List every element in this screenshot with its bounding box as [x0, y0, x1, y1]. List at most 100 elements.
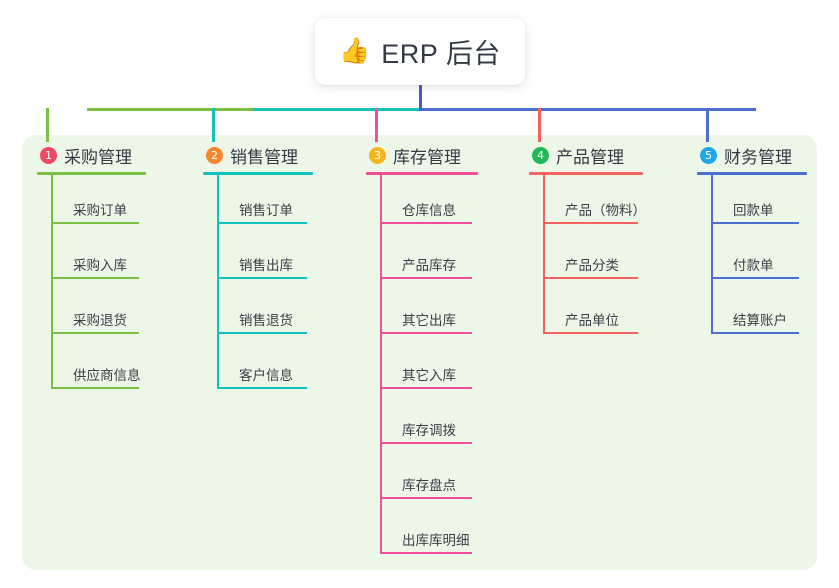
branch-number-badge: 1	[40, 146, 57, 164]
branch-item-underline	[51, 277, 139, 279]
branch-item-underline	[380, 332, 472, 334]
branch-item-label: 回款单	[733, 203, 774, 218]
branch-item[interactable]: 采购订单	[37, 175, 146, 230]
connector-bus-segment-3	[420, 108, 580, 111]
branch-spine	[543, 175, 545, 334]
branch-item[interactable]: 出库库明细	[366, 505, 478, 560]
branch-item[interactable]: 销售订单	[203, 175, 313, 230]
branch-item-label: 付款单	[733, 258, 774, 273]
branch-item[interactable]: 采购入库	[37, 230, 146, 285]
branch-number-badge: 5	[700, 146, 717, 164]
branch-item-label: 产品单位	[565, 313, 619, 328]
branch-number-badge: 2	[206, 146, 223, 164]
branch-header-1[interactable]: 1 采购管理	[37, 142, 146, 168]
branch-item[interactable]: 回款单	[697, 175, 807, 230]
connector-drop-1	[46, 108, 49, 142]
branch-item[interactable]: 客户信息	[203, 340, 313, 395]
branch-item-underline	[543, 332, 638, 334]
branch-children-5: 回款单付款单结算账户	[697, 175, 807, 340]
branch-item-label: 采购入库	[73, 258, 127, 273]
branch-item[interactable]: 付款单	[697, 230, 807, 285]
branch-item[interactable]: 产品（物料）	[529, 175, 646, 230]
branch-spine	[711, 175, 713, 334]
branch-item[interactable]: 销售出库	[203, 230, 313, 285]
branch-item-label: 产品库存	[402, 258, 456, 273]
branch-item[interactable]: 仓库信息	[366, 175, 478, 230]
branch-item-label: 销售退货	[239, 313, 293, 328]
branch-children-2: 销售订单销售出库销售退货客户信息	[203, 175, 313, 395]
branch-item-underline	[217, 332, 307, 334]
branch-children-4: 产品（物料） 产品分类产品单位	[529, 175, 646, 340]
branch-number-badge: 3	[369, 146, 386, 164]
branch-column-1[interactable]: 1 采购管理采购订单采购入库采购退货供应商信息	[37, 142, 146, 395]
connector-bus-segment-2	[253, 108, 420, 111]
branch-underline	[366, 172, 478, 175]
root-node[interactable]: 👍 ERP 后台	[315, 18, 525, 85]
branch-item[interactable]: 采购退货	[37, 285, 146, 340]
branch-title: 产品管理	[556, 147, 624, 167]
branch-item-underline	[380, 552, 472, 554]
branch-item[interactable]: 结算账户	[697, 285, 807, 340]
root-stem	[419, 84, 422, 111]
connector-drop-4	[538, 108, 541, 142]
branch-item[interactable]: 产品单位	[529, 285, 643, 340]
branch-item-label: 结算账户	[733, 313, 787, 328]
connector-bus-segment-5	[745, 108, 756, 111]
branch-item-underline	[380, 442, 472, 444]
branch-header-2[interactable]: 2 销售管理	[203, 142, 313, 168]
branch-item-underline	[711, 222, 799, 224]
branch-item-label: 采购退货	[73, 313, 127, 328]
branch-item[interactable]: 产品库存	[366, 230, 478, 285]
branch-title: 采购管理	[64, 147, 132, 167]
branch-column-5[interactable]: 5 财务管理回款单付款单结算账户	[697, 142, 807, 340]
branch-item-underline	[380, 277, 472, 279]
branch-underline	[37, 172, 146, 175]
branch-item-underline	[51, 222, 139, 224]
branch-item-underline	[380, 387, 472, 389]
branch-item-underline	[380, 497, 472, 499]
branch-item[interactable]: 其它出库	[366, 285, 478, 340]
branch-spine	[217, 175, 219, 389]
branch-spine	[51, 175, 53, 389]
connector-bus-segment-1	[87, 108, 253, 111]
branch-item-underline	[543, 222, 638, 224]
branch-title: 财务管理	[724, 147, 792, 167]
connector-drop-5	[706, 108, 709, 142]
branch-item-label: 供应商信息	[73, 368, 141, 383]
connector-bus-segment-4	[580, 108, 745, 111]
root-node-content: 👍 ERP 后台	[339, 32, 501, 71]
branch-title: 销售管理	[230, 147, 298, 167]
branch-item[interactable]: 销售退货	[203, 285, 313, 340]
branch-item-label: 客户信息	[239, 368, 293, 383]
branch-item-underline	[217, 387, 307, 389]
branch-item-label: 库存调拨	[402, 423, 456, 438]
connector-drop-2	[212, 108, 215, 142]
branch-item-underline	[380, 222, 472, 224]
branch-item-underline	[217, 277, 307, 279]
branch-item-underline	[217, 222, 307, 224]
branch-item[interactable]: 库存调拨	[366, 395, 478, 450]
branch-header-5[interactable]: 5 财务管理	[697, 142, 807, 168]
branch-underline	[529, 172, 643, 175]
branch-item-label: 产品（物料）	[565, 203, 646, 218]
branch-item-label: 其它入库	[402, 368, 456, 383]
branch-underline	[697, 172, 807, 175]
branch-item[interactable]: 其它入库	[366, 340, 478, 395]
branch-item-underline	[711, 277, 799, 279]
branch-item-underline	[51, 387, 139, 389]
branch-item[interactable]: 供应商信息	[37, 340, 146, 395]
branch-item[interactable]: 产品分类	[529, 230, 643, 285]
branch-spine	[380, 175, 382, 554]
branch-item-underline	[51, 332, 139, 334]
branch-column-2[interactable]: 2 销售管理销售订单销售出库销售退货客户信息	[203, 142, 313, 395]
connector-drop-3	[375, 108, 378, 142]
branch-children-3: 仓库信息产品库存其它出库其它入库库存调拨库存盘点出库库明细	[366, 175, 478, 560]
branch-item-label: 销售出库	[239, 258, 293, 273]
branch-item-label: 出库库明细	[402, 533, 470, 548]
branch-item[interactable]: 库存盘点	[366, 450, 478, 505]
